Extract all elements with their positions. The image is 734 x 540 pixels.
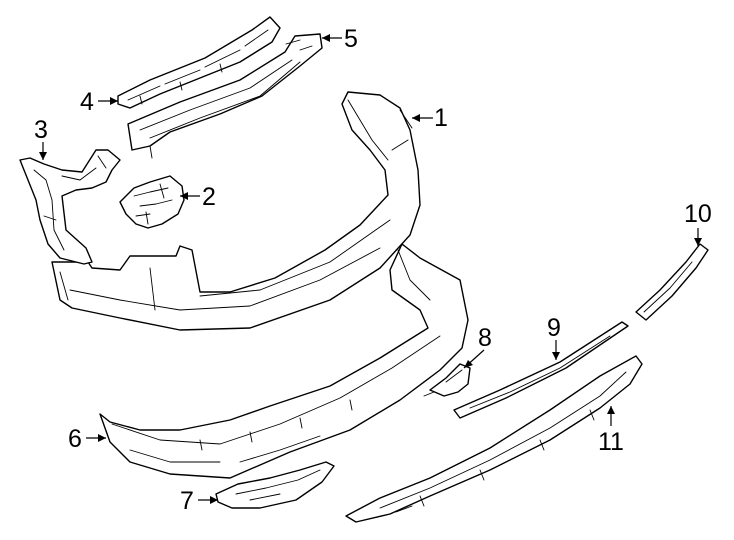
part-2-mount-bracket xyxy=(119,175,185,229)
callout-6: 6 xyxy=(68,425,82,453)
part-1-bumper-cover xyxy=(51,91,421,331)
part-5-reinforcement-beam xyxy=(127,33,323,159)
callouts: 1 2 3 4 5 6 7 8 9 10 11 xyxy=(34,25,712,515)
callout-4: 4 xyxy=(80,88,94,116)
part-3-side-bracket xyxy=(19,149,121,265)
part-6-lower-cover xyxy=(99,243,469,479)
part-8-small-bracket xyxy=(423,363,471,397)
callout-2: 2 xyxy=(202,183,216,211)
callout-8: 8 xyxy=(478,324,492,352)
callout-3: 3 xyxy=(34,116,48,144)
leader-lines xyxy=(39,34,702,504)
callout-11: 11 xyxy=(598,428,624,456)
part-4-upper-absorber xyxy=(117,16,281,109)
callout-9: 9 xyxy=(547,314,561,342)
callout-1: 1 xyxy=(434,104,448,132)
part-9-trim-strip xyxy=(453,321,629,419)
callout-5: 5 xyxy=(344,25,358,53)
callout-7: 7 xyxy=(180,487,194,515)
part-10-side-molding xyxy=(635,243,709,321)
callout-10: 10 xyxy=(684,200,712,228)
part-11-diffuser xyxy=(345,355,643,523)
part-7-lower-trim xyxy=(215,461,335,509)
